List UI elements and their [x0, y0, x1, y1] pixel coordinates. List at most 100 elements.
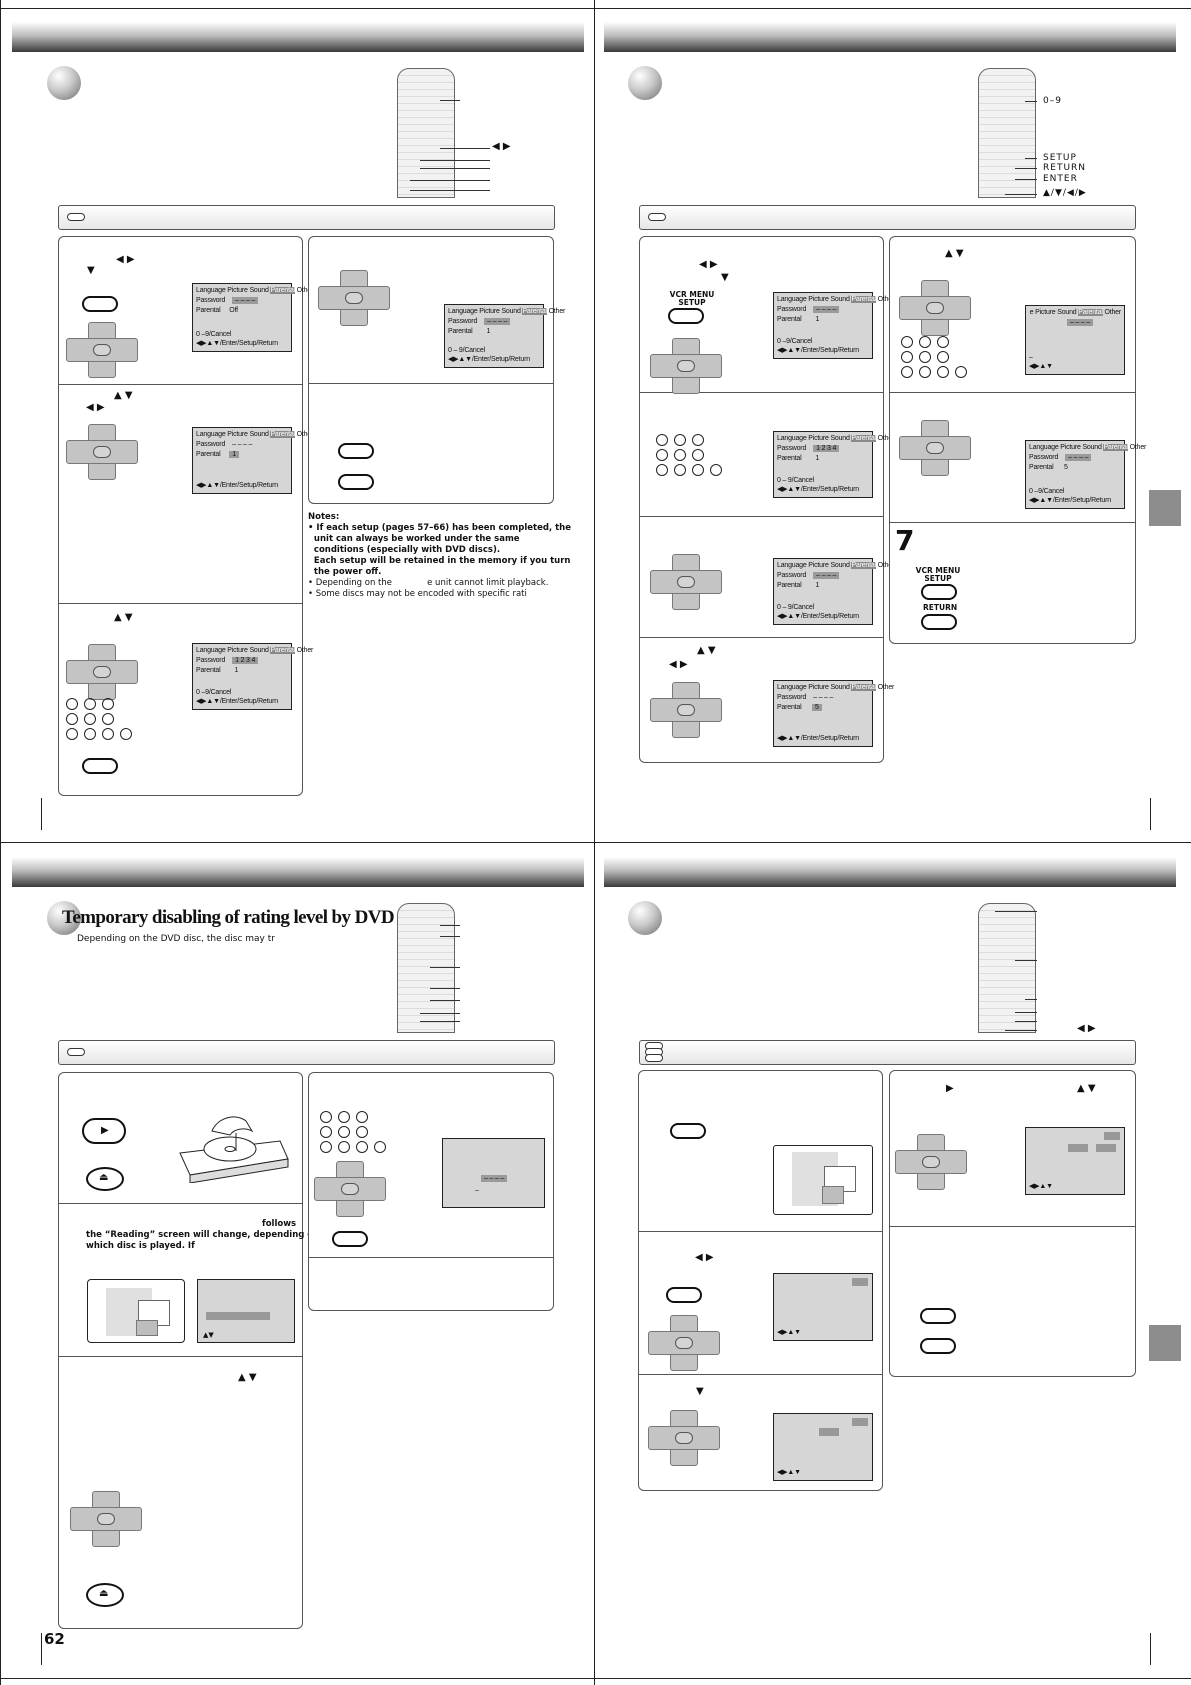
dpad-illustration[interactable] [899, 420, 971, 476]
step-divider [640, 637, 883, 638]
osd-parental-off: Language Picture Sound Parental Other Pa… [192, 283, 314, 352]
section-ball-icon [628, 901, 662, 935]
step-divider [640, 392, 883, 393]
step-divider [640, 516, 883, 517]
setup-screen-shape [822, 1186, 844, 1204]
open-close-button[interactable] [86, 1167, 124, 1191]
dpad-illustration[interactable] [314, 1161, 386, 1217]
number-keys-illustration[interactable] [901, 336, 973, 380]
section-subtitle: Depending on the DVD disc, the disc may … [77, 934, 275, 944]
step-divider [890, 392, 1135, 393]
step-divider [309, 1257, 553, 1258]
dpad-illustration[interactable] [899, 280, 971, 336]
section-ball-icon [47, 901, 81, 935]
reading-screen-shape [136, 1320, 158, 1336]
dpad-illustration[interactable] [895, 1134, 967, 1190]
arrow-up-down: ▲ ▼ [114, 612, 133, 623]
arrow-up-down: ▲ ▼ [697, 645, 716, 656]
notes-heading: Notes: [308, 512, 340, 522]
step-divider [639, 1231, 882, 1232]
arrow-up-down: ▲ ▼ [945, 248, 964, 259]
cd-pill-icon [645, 1054, 663, 1062]
dpad-illustration[interactable] [66, 322, 138, 378]
page-border-left [0, 0, 1, 1685]
step-divider [59, 1356, 302, 1357]
page-edge-mark [1150, 1633, 1151, 1665]
step-divider [59, 384, 302, 385]
dpad-illustration[interactable] [648, 1410, 720, 1466]
number-keys-illustration[interactable] [66, 698, 138, 742]
leader-line [420, 168, 490, 169]
step-divider [639, 1374, 882, 1375]
number-keys-illustration[interactable] [656, 434, 728, 478]
step-7-number: 7 [895, 524, 915, 557]
dpad-illustration[interactable] [66, 424, 138, 480]
label-enter: ENTER [1043, 174, 1078, 184]
setup-button[interactable] [666, 1287, 702, 1303]
leader-line [1015, 179, 1037, 180]
page-edge-mark [1150, 798, 1151, 830]
dpad-illustration[interactable] [318, 270, 390, 326]
leader-line [420, 160, 490, 161]
return-button[interactable] [921, 614, 957, 630]
osd-menu: Language Picture Sound Parental Other [196, 287, 314, 294]
reading-text-3: which disc is played. If [86, 1241, 195, 1251]
return-button[interactable] [338, 474, 374, 490]
section-bar [58, 205, 555, 230]
quad-top-right: 0–9 SETUP RETURN ENTER ▲/▼/◀/▶ ◀ ▶ ▼ VCR… [595, 0, 1191, 842]
arrow-left-right: ◀ ▶ [116, 254, 135, 265]
label-0-9: 0–9 [1043, 96, 1062, 106]
leader-line [440, 100, 460, 101]
osd-highlight [1096, 1144, 1116, 1152]
label-return: RETURN [1043, 163, 1087, 173]
play-button[interactable] [82, 1118, 126, 1144]
eject-icon: ⏏ [99, 1172, 109, 1183]
header-bar [12, 22, 584, 52]
quad-bottom-right: ◀ ▶ ◀ ▶ ◀▶▲▼ ▼ ◀▶▲▼ ▶ ▲ ▼ ◀▶▲▼ [595, 843, 1191, 1685]
reading-screen-illustration [87, 1279, 185, 1343]
vcr-menu-setup-label: VCR MENU SETUP [915, 566, 961, 583]
vcr-menu-setup-label: VCR MENU SETUP [669, 290, 715, 307]
vcr-menu-setup-button[interactable] [668, 308, 704, 324]
osd-highlight [852, 1418, 868, 1426]
leader-line [1005, 194, 1037, 195]
enter-button[interactable] [332, 1231, 368, 1247]
return-button[interactable] [920, 1338, 956, 1354]
dpad-illustration[interactable] [648, 1315, 720, 1371]
leader-line [430, 988, 460, 989]
dpad-illustration[interactable] [650, 554, 722, 610]
osd-password-confirm: Language Picture Sound Parental Other Pa… [444, 304, 565, 368]
quad-top-left: ◀ ▶ ◀ ▶ ▼ Language Picture Sound Parenta… [0, 0, 594, 842]
note-3: • Some discs may not be encoded with spe… [308, 589, 527, 599]
step-divider [59, 603, 302, 604]
note-2: • Depending on the e unit cannot limit p… [308, 578, 549, 588]
setup-button[interactable] [338, 443, 374, 459]
open-close-button[interactable] [86, 1583, 124, 1607]
disc-menu-bar [206, 1312, 270, 1320]
setup-button[interactable] [82, 296, 118, 312]
dpad-illustration[interactable] [66, 644, 138, 700]
dpad-illustration[interactable] [70, 1491, 142, 1547]
enter-button[interactable] [82, 758, 118, 774]
leader-line [410, 180, 490, 181]
osd-language-select: ◀▶▲▼ [1025, 1127, 1125, 1195]
arrow-up-down: ▲ ▼ [238, 1372, 257, 1383]
leader-line [1015, 1021, 1037, 1022]
osd-language-submenu: ◀▶▲▼ [773, 1413, 873, 1481]
vcr-menu-setup-button[interactable] [921, 584, 957, 600]
dvd-pill-icon [67, 1048, 85, 1056]
number-keys-illustration[interactable] [320, 1111, 392, 1155]
arrow-left-right: ◀ ▶ [695, 1252, 714, 1263]
dpad-illustration[interactable] [650, 682, 722, 738]
page-number: 62 [44, 1630, 65, 1648]
remote-illustration [397, 903, 455, 1033]
setup-button[interactable] [920, 1308, 956, 1324]
osd-vcr-parental-5: Language Picture Sound Parental Other Pa… [773, 680, 894, 747]
page-border-bottom [0, 1678, 1191, 1679]
dpad-illustration[interactable] [650, 338, 722, 394]
setup-button[interactable] [670, 1123, 706, 1139]
leader-line [1015, 960, 1037, 961]
label-arrows: ▲/▼/◀/▶ [1043, 188, 1087, 198]
leader-line [440, 925, 460, 926]
dvd-pill-icon [67, 213, 85, 221]
